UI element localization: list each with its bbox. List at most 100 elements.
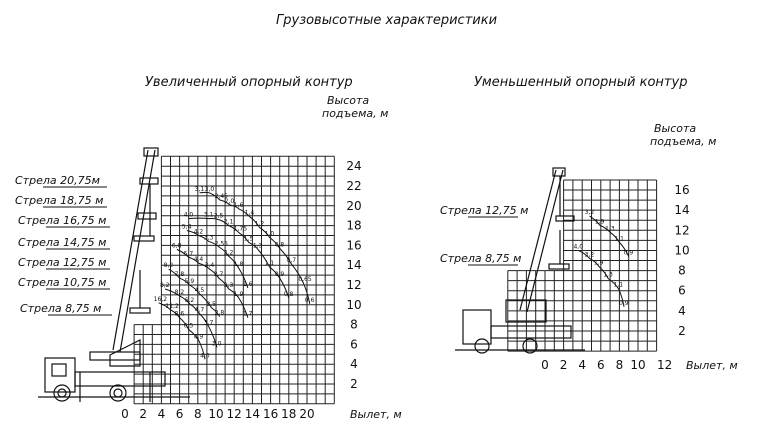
load-value: 6,5	[184, 323, 194, 330]
load-curve-14,75	[176, 248, 249, 318]
x-tick-label: 6	[597, 358, 605, 372]
boom-label: Стрела 18,75 м	[15, 194, 103, 207]
load-curve-8,75	[578, 249, 625, 307]
y-tick-label: 12	[346, 278, 361, 292]
y-tick-label: 6	[678, 284, 686, 298]
load-value: 2,8	[215, 310, 225, 317]
x-tick-label: 12	[657, 358, 672, 372]
load-value: 1,1	[614, 235, 624, 242]
boom-label: Стрела 16,75 м	[18, 214, 106, 227]
y-tick-label: 6	[350, 337, 358, 351]
x-tick-label: 6	[176, 407, 184, 421]
load-value: 1,6	[243, 281, 253, 288]
x-tick-label: 18	[281, 407, 296, 421]
load-value: 1,0	[265, 230, 275, 237]
load-value: 1,9	[595, 218, 605, 225]
left-y-label-2: подъема, м	[322, 107, 388, 120]
load-value: 4,7	[195, 307, 205, 314]
y-tick-label: 8	[678, 264, 686, 278]
load-value: 8,2	[160, 282, 170, 289]
boom-label: Стрела 20,75м	[15, 174, 100, 187]
x-tick-label: 16	[263, 407, 278, 421]
load-value: 1,9	[234, 291, 244, 298]
load-value: 4,9	[194, 333, 204, 340]
load-value: 8,6	[175, 311, 185, 318]
left-x-label: Вылет, м	[350, 408, 402, 421]
load-value: 8,2	[164, 262, 174, 269]
x-tick-label: 8	[616, 358, 624, 372]
load-curve-12,75	[589, 215, 630, 257]
load-value: 0,6	[305, 297, 315, 304]
boom-label: Стрела 10,75 м	[18, 276, 106, 289]
load-value: 3,1	[195, 186, 205, 193]
y-tick-label: 16	[346, 238, 361, 252]
left-y-label-1: Высота	[327, 94, 369, 107]
load-value: 3,0	[212, 340, 222, 347]
load-value: 6,2	[185, 297, 195, 304]
load-value: 3,7	[204, 320, 214, 327]
x-tick-label: 12	[227, 407, 242, 421]
load-value: 1,1	[265, 260, 275, 267]
x-tick-label: 2	[560, 358, 568, 372]
load-value: 0,8	[284, 291, 294, 298]
y-tick-label: 4	[350, 357, 358, 371]
x-tick-label: 10	[208, 407, 223, 421]
boom-label: Стрела 8,75 м	[20, 302, 101, 315]
x-tick-label: 0	[121, 407, 129, 421]
x-tick-label: 4	[158, 407, 166, 421]
y-tick-label: 10	[674, 243, 689, 257]
load-value: 1,5	[244, 235, 254, 242]
load-value: 0,8	[275, 241, 285, 248]
load-value: 16,2	[154, 296, 168, 303]
right-y-label-2: подъема, м	[650, 135, 716, 148]
load-value: 6,8	[172, 242, 182, 249]
load-value: 4,0	[184, 212, 194, 219]
load-value: 0,9	[624, 249, 634, 256]
load-value: 5,7	[184, 250, 194, 257]
x-tick-label: 0	[541, 358, 549, 372]
load-value: 3,1	[204, 212, 214, 219]
load-value: 4,5	[195, 287, 205, 294]
load-value: 1,1	[613, 282, 623, 289]
y-tick-label: 2	[350, 377, 358, 391]
load-value: 1,6	[234, 202, 244, 209]
y-tick-label: 10	[346, 298, 361, 312]
load-value: 3,2	[585, 209, 595, 216]
y-tick-label: 22	[346, 179, 361, 193]
x-tick-label: 4	[578, 358, 586, 372]
load-value: 4,0	[200, 352, 210, 359]
y-tick-label: 2	[678, 324, 686, 338]
load-value: 4,2	[194, 229, 204, 236]
load-value: 2,5	[214, 213, 224, 220]
crane-truck-large	[38, 147, 190, 402]
boom-label: Стрела 12,75 м	[18, 256, 106, 269]
y-tick-label: 8	[350, 318, 358, 332]
left-grid	[133, 155, 335, 405]
load-value: 3,3	[204, 234, 214, 241]
x-tick-label: 2	[139, 407, 147, 421]
load-value: 0,9	[275, 271, 285, 278]
left-subtitle: Увеличенный опорный контур	[145, 75, 353, 90]
load-curve-18,75	[188, 217, 290, 299]
load-value: 3,4	[205, 262, 215, 269]
crane-truck-small	[455, 167, 585, 354]
load-value: 5,9	[185, 278, 195, 285]
load-value: 1,4	[245, 210, 255, 217]
load-curve-16,75	[186, 230, 249, 289]
load-value: 2,45	[215, 193, 229, 200]
y-tick-label: 20	[346, 199, 361, 213]
load-value: 2,0	[225, 198, 235, 205]
load-value: 2,3	[224, 282, 234, 289]
load-curve-8,75	[158, 302, 206, 360]
y-tick-label: 16	[674, 183, 689, 197]
y-tick-label: 24	[346, 159, 361, 173]
y-tick-label: 18	[346, 219, 361, 233]
y-tick-label: 14	[346, 258, 361, 272]
load-value: 3,5	[206, 301, 216, 308]
x-tick-label: 14	[245, 407, 260, 421]
load-value: 1,7	[243, 311, 253, 318]
load-value: 0,7	[287, 257, 297, 264]
y-tick-label: 14	[674, 203, 689, 217]
